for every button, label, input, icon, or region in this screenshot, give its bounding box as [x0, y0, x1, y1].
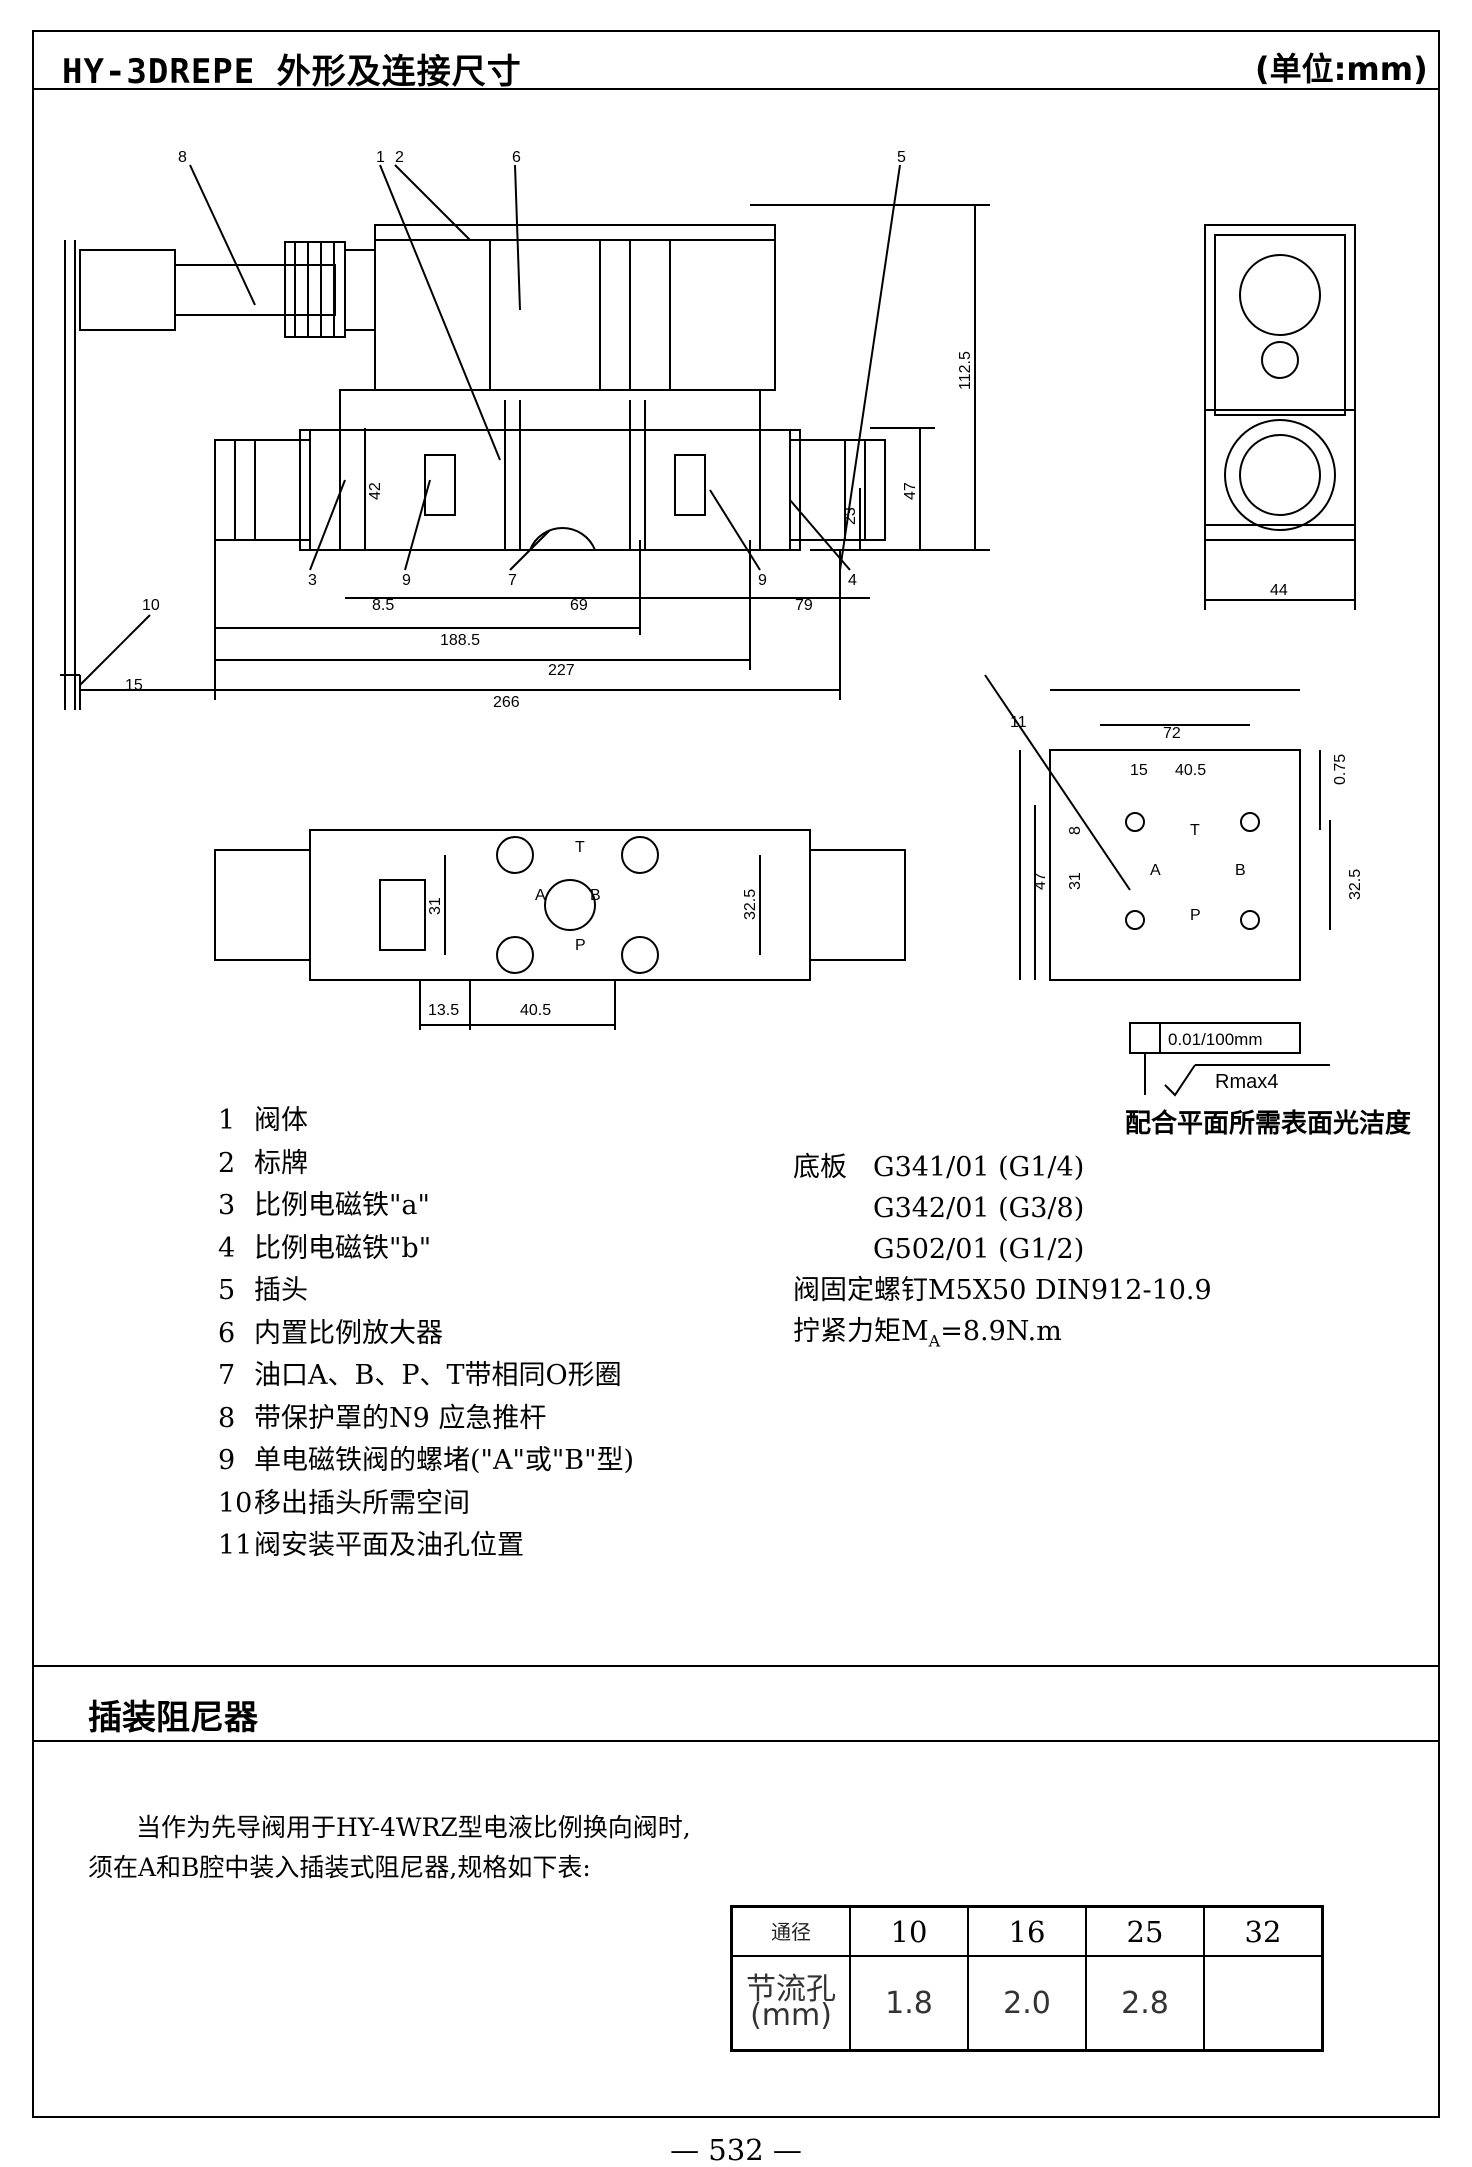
size-cell: 10: [849, 1905, 969, 1957]
dim-47-face: 47: [1032, 872, 1049, 890]
side-view: [1204, 224, 1356, 526]
callout-5: 8: [178, 149, 187, 166]
dim-188-5: 188.5: [440, 632, 480, 649]
dim-42: 42: [367, 482, 384, 500]
legend-item: 10移出插头所需空间: [218, 1487, 470, 1519]
dim-13-5: 13.5: [428, 1002, 459, 1019]
dim-32-5-face: 32.5: [1347, 869, 1364, 900]
dim-72: 72: [1163, 725, 1181, 742]
port-a-face: A: [1150, 862, 1161, 879]
dim-8-5: 8.5: [372, 597, 394, 614]
page-number: — 532 —: [670, 2133, 802, 2167]
port-b-face: B: [1235, 862, 1246, 879]
callout-8: 5: [897, 149, 906, 166]
surface-note: 配合平面所需表面光洁度: [1125, 1109, 1412, 1139]
specs-block: 底板 G341/01 (G1/4) G342/01 (G3/8) G502/01 …: [793, 1147, 1212, 1361]
description-line-2: 须在A和B腔中装入插装式阻尼器,规格如下表:: [88, 1853, 591, 1882]
orifice-table: 通径 10 16 25 32 节流孔(mm) 1.8 2.0 2.8: [730, 1905, 1324, 2052]
dim-112-5: 112.5: [957, 351, 974, 390]
baseplate-3: G502/01 (G1/2): [873, 1234, 1085, 1265]
callout-4: 4: [848, 572, 857, 589]
port-p-bottom: P: [575, 937, 586, 954]
valve-face: [1049, 749, 1301, 981]
header-nominal-size: 通径: [730, 1905, 851, 1957]
dim-15-face: 15: [1130, 762, 1148, 779]
callout-9b: 9: [758, 572, 767, 589]
torque-spec: 拧紧力矩MA=8.9N.m: [793, 1316, 1062, 1351]
dim-40-5-bottom: 40.5: [520, 1002, 551, 1019]
orifice-description: 当作为先导阀用于HY-4WRZ型电液比例换向阀时, 须在A和B腔中装入插装式阻尼…: [88, 1808, 691, 1888]
baseplate-2: G342/01 (G3/8): [873, 1193, 1085, 1224]
orifice-cell: [1203, 1955, 1324, 2052]
dim-15: 15: [125, 677, 143, 694]
callout-1: 1: [376, 149, 385, 166]
header-divider: [32, 88, 1440, 90]
callout-7: 7: [508, 572, 517, 589]
orifice-cell: 2.0: [967, 1955, 1087, 2052]
dim-8-face: 8: [1067, 826, 1084, 835]
screws-spec: 阀固定螺钉M5X50 DIN912-10.9: [793, 1275, 1212, 1306]
dim-69: 69: [570, 597, 588, 614]
dim-47: 47: [902, 482, 919, 500]
bottom-view: [309, 829, 811, 981]
callout-6: 6: [512, 149, 521, 166]
callout-2: 2: [395, 149, 404, 166]
header-orifice: 节流孔(mm): [730, 1955, 851, 2052]
legend-item: 11阀安装平面及油孔位置: [218, 1530, 524, 1561]
solenoid-a: [214, 439, 311, 541]
section-divider-bottom: [32, 1740, 1440, 1742]
port-p-face: P: [1190, 907, 1201, 924]
port-a-bottom: A: [535, 887, 546, 904]
size-cell: 32: [1203, 1905, 1324, 1957]
dim-79: 79: [795, 597, 813, 614]
description-line-1: 当作为先导阀用于HY-4WRZ型电液比例换向阀时,: [136, 1813, 691, 1842]
dim-266: 266: [493, 694, 520, 711]
flatness-value: 0.01/100mm: [1168, 1030, 1263, 1049]
callout-3: 3: [308, 572, 317, 589]
roughness-value: Rmax4: [1215, 1071, 1278, 1093]
orifice-cell: 2.8: [1085, 1955, 1205, 2052]
amplifier-housing: [374, 224, 776, 391]
solenoid-b: [789, 439, 886, 541]
port-t-face: T: [1190, 822, 1200, 839]
dim-31-face: 31: [1067, 872, 1084, 890]
technical-drawing: 8 1 2 6 5 3 9 7 9 4 10 11 112.5 42 47 23…: [60, 149, 1364, 1097]
unit-label: (单位:mm): [1255, 50, 1428, 88]
dim-23: 23: [842, 507, 859, 525]
baseplate-label: 底板: [793, 1152, 847, 1183]
dim-227: 227: [548, 662, 575, 679]
page-frame: [32, 30, 1440, 2118]
section-divider-top: [32, 1665, 1440, 1667]
port-t-bottom: T: [575, 839, 585, 856]
port-b-bottom: B: [590, 887, 601, 904]
dim-32-5-bottom: 32.5: [742, 889, 759, 920]
dim-44: 44: [1270, 582, 1288, 599]
plug-body: [79, 249, 176, 331]
page-title: HY-3DREPE 外形及连接尺寸: [62, 52, 522, 92]
baseplate-1: G341/01 (G1/4): [873, 1152, 1085, 1183]
orifice-cell: 1.8: [849, 1955, 969, 2052]
dim-0-75: 0.75: [1332, 754, 1349, 785]
dim-40-5-face: 40.5: [1175, 762, 1206, 779]
callout-10: 10: [142, 597, 160, 614]
callout-9a: 9: [402, 572, 411, 589]
size-cell: 25: [1085, 1905, 1205, 1957]
callout-11: 11: [1010, 714, 1027, 731]
section-title-orifice: 插装阻尼器: [88, 1698, 258, 1738]
size-cell: 16: [967, 1905, 1087, 1957]
dim-31-bottom: 31: [427, 897, 444, 915]
